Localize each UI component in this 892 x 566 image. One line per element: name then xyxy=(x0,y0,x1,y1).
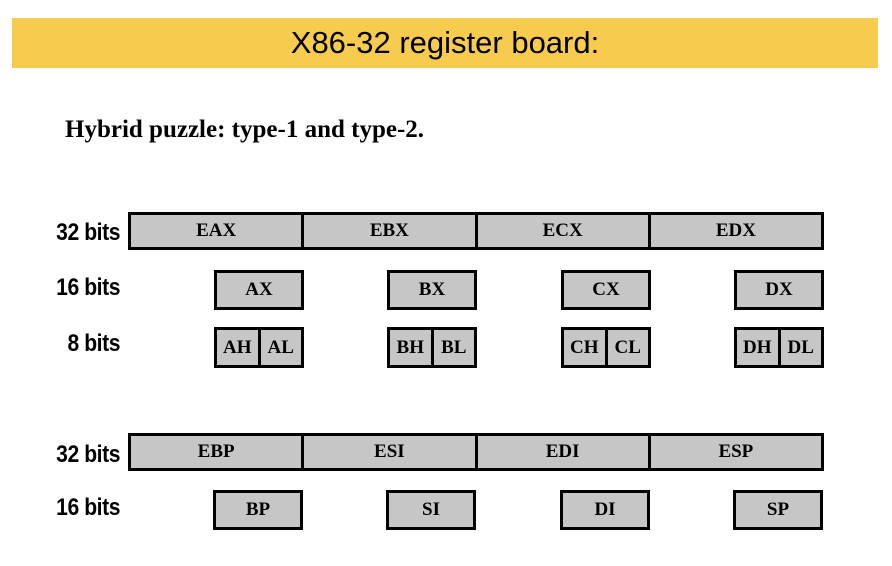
register-pair-c: CH CL xyxy=(561,327,651,368)
register-si[interactable]: SI xyxy=(386,490,476,530)
register-ax[interactable]: AX xyxy=(214,270,304,310)
register-edx[interactable]: EDX xyxy=(647,215,821,247)
register-row-32-general: EAX EBX ECX EDX xyxy=(128,212,824,250)
page-title: X86-32 register board: xyxy=(290,25,600,60)
register-pair-d: DH DL xyxy=(734,327,824,368)
register-bx[interactable]: BX xyxy=(387,270,477,310)
register-esp[interactable]: ESP xyxy=(647,436,821,468)
row-label-32-bits-pointer: 32 bits xyxy=(56,441,120,468)
register-al[interactable]: AL xyxy=(257,330,302,365)
register-pair-b: BH BL xyxy=(387,327,477,368)
row-label-16-bits: 16 bits xyxy=(56,274,120,301)
register-di[interactable]: DI xyxy=(560,490,650,530)
register-sp[interactable]: SP xyxy=(733,490,823,530)
register-dh[interactable]: DH xyxy=(743,336,772,358)
register-dx[interactable]: DX xyxy=(734,270,824,310)
register-ebx[interactable]: EBX xyxy=(301,215,474,247)
register-cl[interactable]: CL xyxy=(604,330,649,365)
row-label-8-bits: 8 bits xyxy=(67,330,120,357)
register-row-32-pointer: EBP ESI EDI ESP xyxy=(128,433,824,471)
register-ah[interactable]: AH xyxy=(223,336,252,358)
register-dl[interactable]: DL xyxy=(777,330,822,365)
register-cx[interactable]: CX xyxy=(561,270,651,310)
register-ecx[interactable]: ECX xyxy=(474,215,648,247)
title-banner: X86-32 register board: xyxy=(12,18,878,68)
register-ch[interactable]: CH xyxy=(570,336,599,358)
register-bh[interactable]: BH xyxy=(396,336,424,358)
row-label-32-bits: 32 bits xyxy=(56,219,120,246)
register-pair-a: AH AL xyxy=(214,327,304,368)
register-edi[interactable]: EDI xyxy=(474,436,648,468)
register-eax[interactable]: EAX xyxy=(196,220,237,241)
register-bp[interactable]: BP xyxy=(213,490,303,530)
register-bl[interactable]: BL xyxy=(430,330,475,365)
puzzle-subtitle: Hybrid puzzle: type-1 and type-2. xyxy=(65,116,425,143)
row-label-16-bits-pointer: 16 bits xyxy=(56,494,120,521)
register-esi[interactable]: ESI xyxy=(301,436,474,468)
register-ebp[interactable]: EBP xyxy=(197,441,235,462)
